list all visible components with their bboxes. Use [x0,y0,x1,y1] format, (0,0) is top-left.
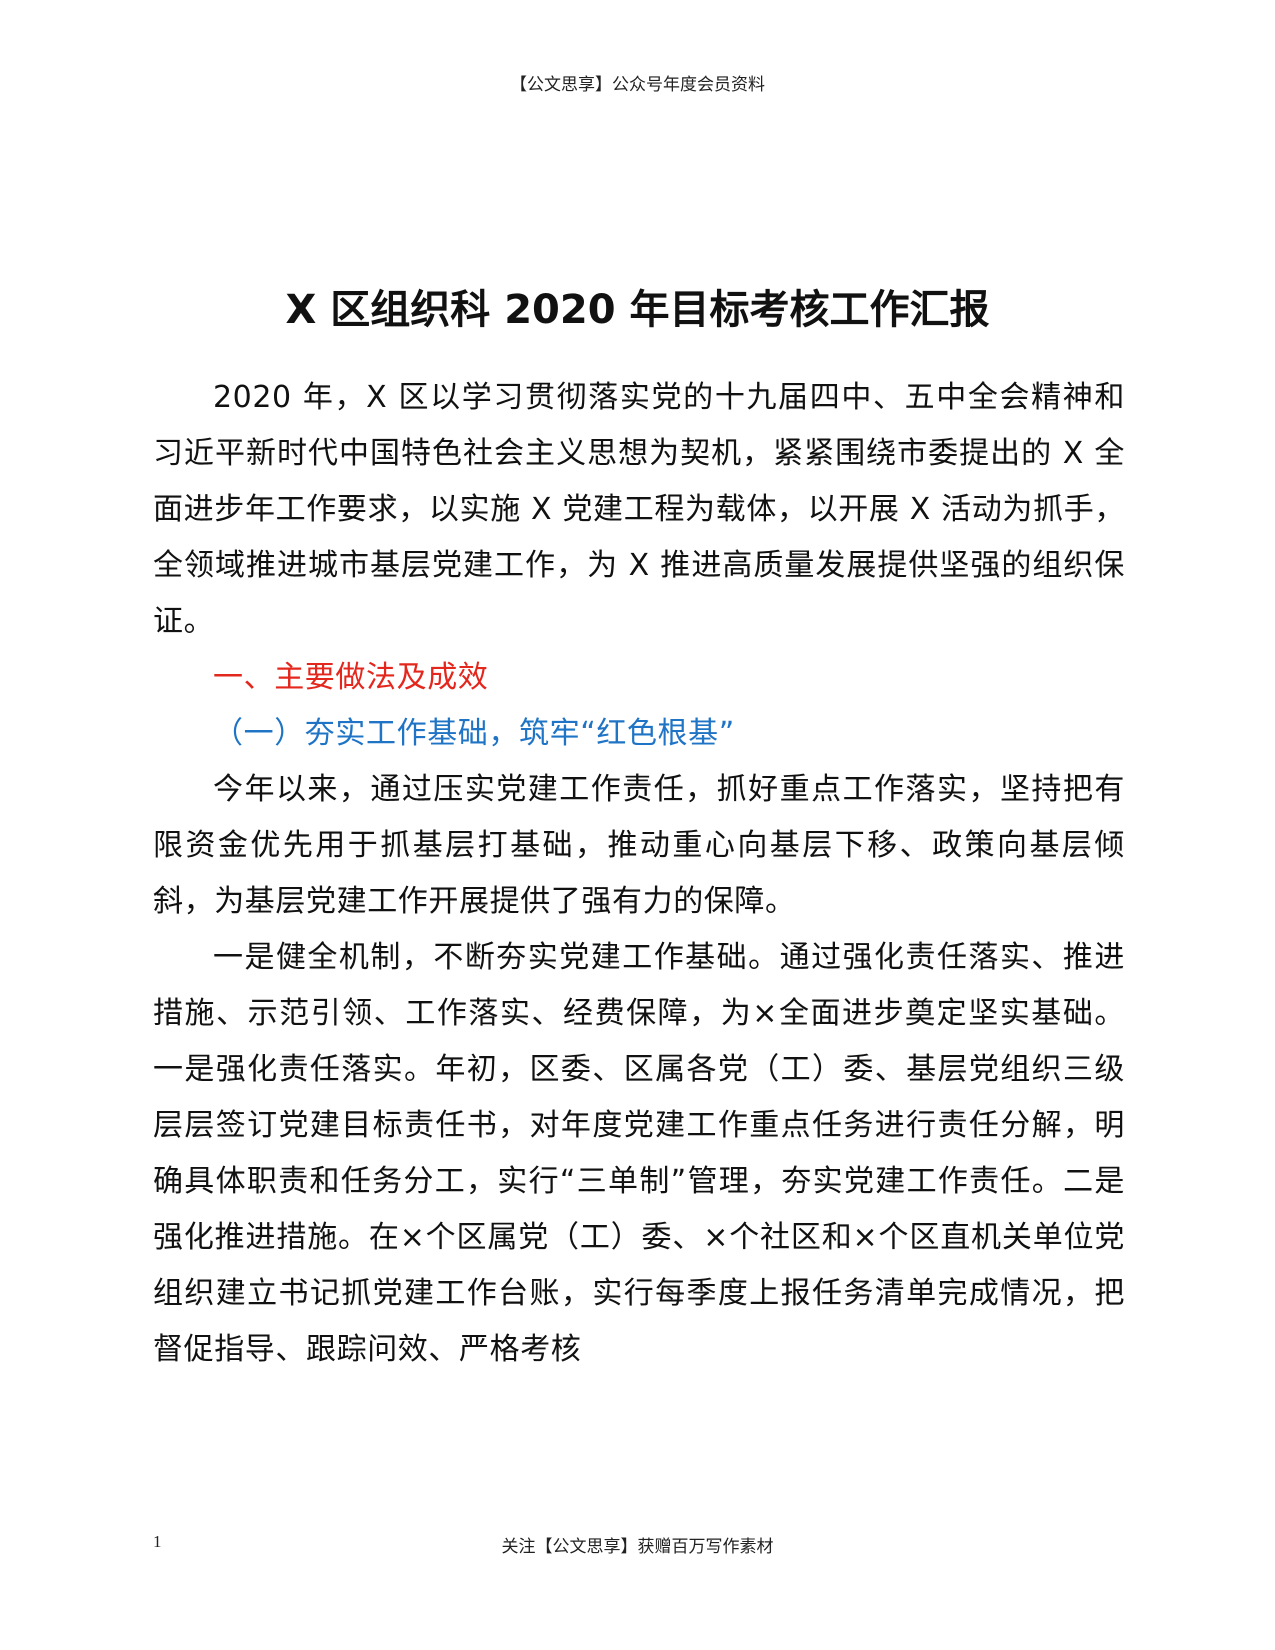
section-heading: 一、主要做法及成效 [213,660,489,695]
page-footer: 关注【公文思享】获赠百万写作素材 [501,1537,774,1557]
page-header: 【公文思享】公众号年度会员资料 [510,75,765,95]
body-paragraph: 一是健全机制，不断夯实党建工作基础。通过强化责任落实、推进措施、示范引领、工作落… [153,940,1125,1367]
intro-paragraph: 2020 年，X 区以学习贯彻落实党的十九届四中、五中全会精神和习近平新时代中国… [153,380,1125,639]
page-number: 1 [153,1532,162,1551]
document-body: 2020 年，X 区以学习贯彻落实党的十九届四中、五中全会精神和习近平新时代中国… [153,370,1125,1378]
document-title: X 区组织科 2020 年目标考核工作汇报 [285,287,990,333]
body-paragraph: 今年以来，通过压实党建工作责任，抓好重点工作落实，坚持把有限资金优先用于抓基层打… [153,772,1125,919]
subsection-heading: （一）夯实工作基础，筑牢“红色根基” [213,716,735,751]
